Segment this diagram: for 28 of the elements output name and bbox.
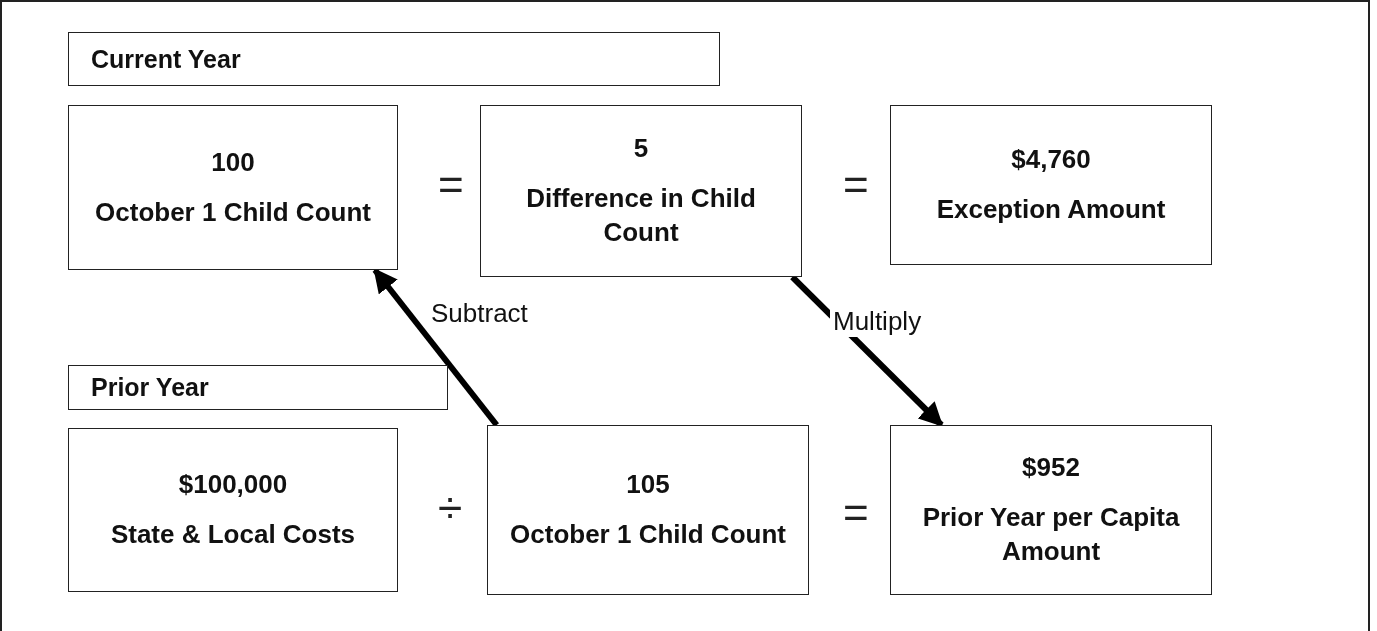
value-description: October 1 Child Count (510, 518, 786, 551)
arrow (790, 274, 944, 428)
value-text: $952 (1022, 451, 1080, 485)
value-box (890, 105, 1212, 265)
value-box (890, 425, 1212, 595)
value-text: 5 (633, 132, 649, 166)
value-description: State & Local Costs (110, 518, 356, 551)
value-text: $100,000 (178, 468, 288, 502)
value-description: October 1 Child Count (95, 195, 371, 229)
section-title: Prior Year (91, 372, 209, 404)
operator-sign: = (843, 488, 869, 538)
value-text: 100 (211, 145, 255, 179)
value-description: Exception Amount (936, 193, 1166, 226)
section-header-box (68, 32, 720, 86)
value-box (68, 105, 398, 270)
operator-sign: = (438, 160, 464, 210)
section-title: Current Year (91, 43, 241, 75)
value-box (480, 105, 802, 277)
arrow (372, 268, 500, 427)
operator-sign: ÷ (438, 483, 463, 533)
section-header-box (68, 365, 448, 410)
value-description: Difference in Child Count (525, 182, 757, 249)
value-description: Prior Year per Capita Amount (921, 501, 1181, 568)
value-text: 105 (626, 468, 670, 502)
value-box (68, 428, 398, 592)
operator-sign: = (843, 160, 869, 210)
value-text: $4,760 (1011, 143, 1091, 177)
value-box (487, 425, 809, 595)
